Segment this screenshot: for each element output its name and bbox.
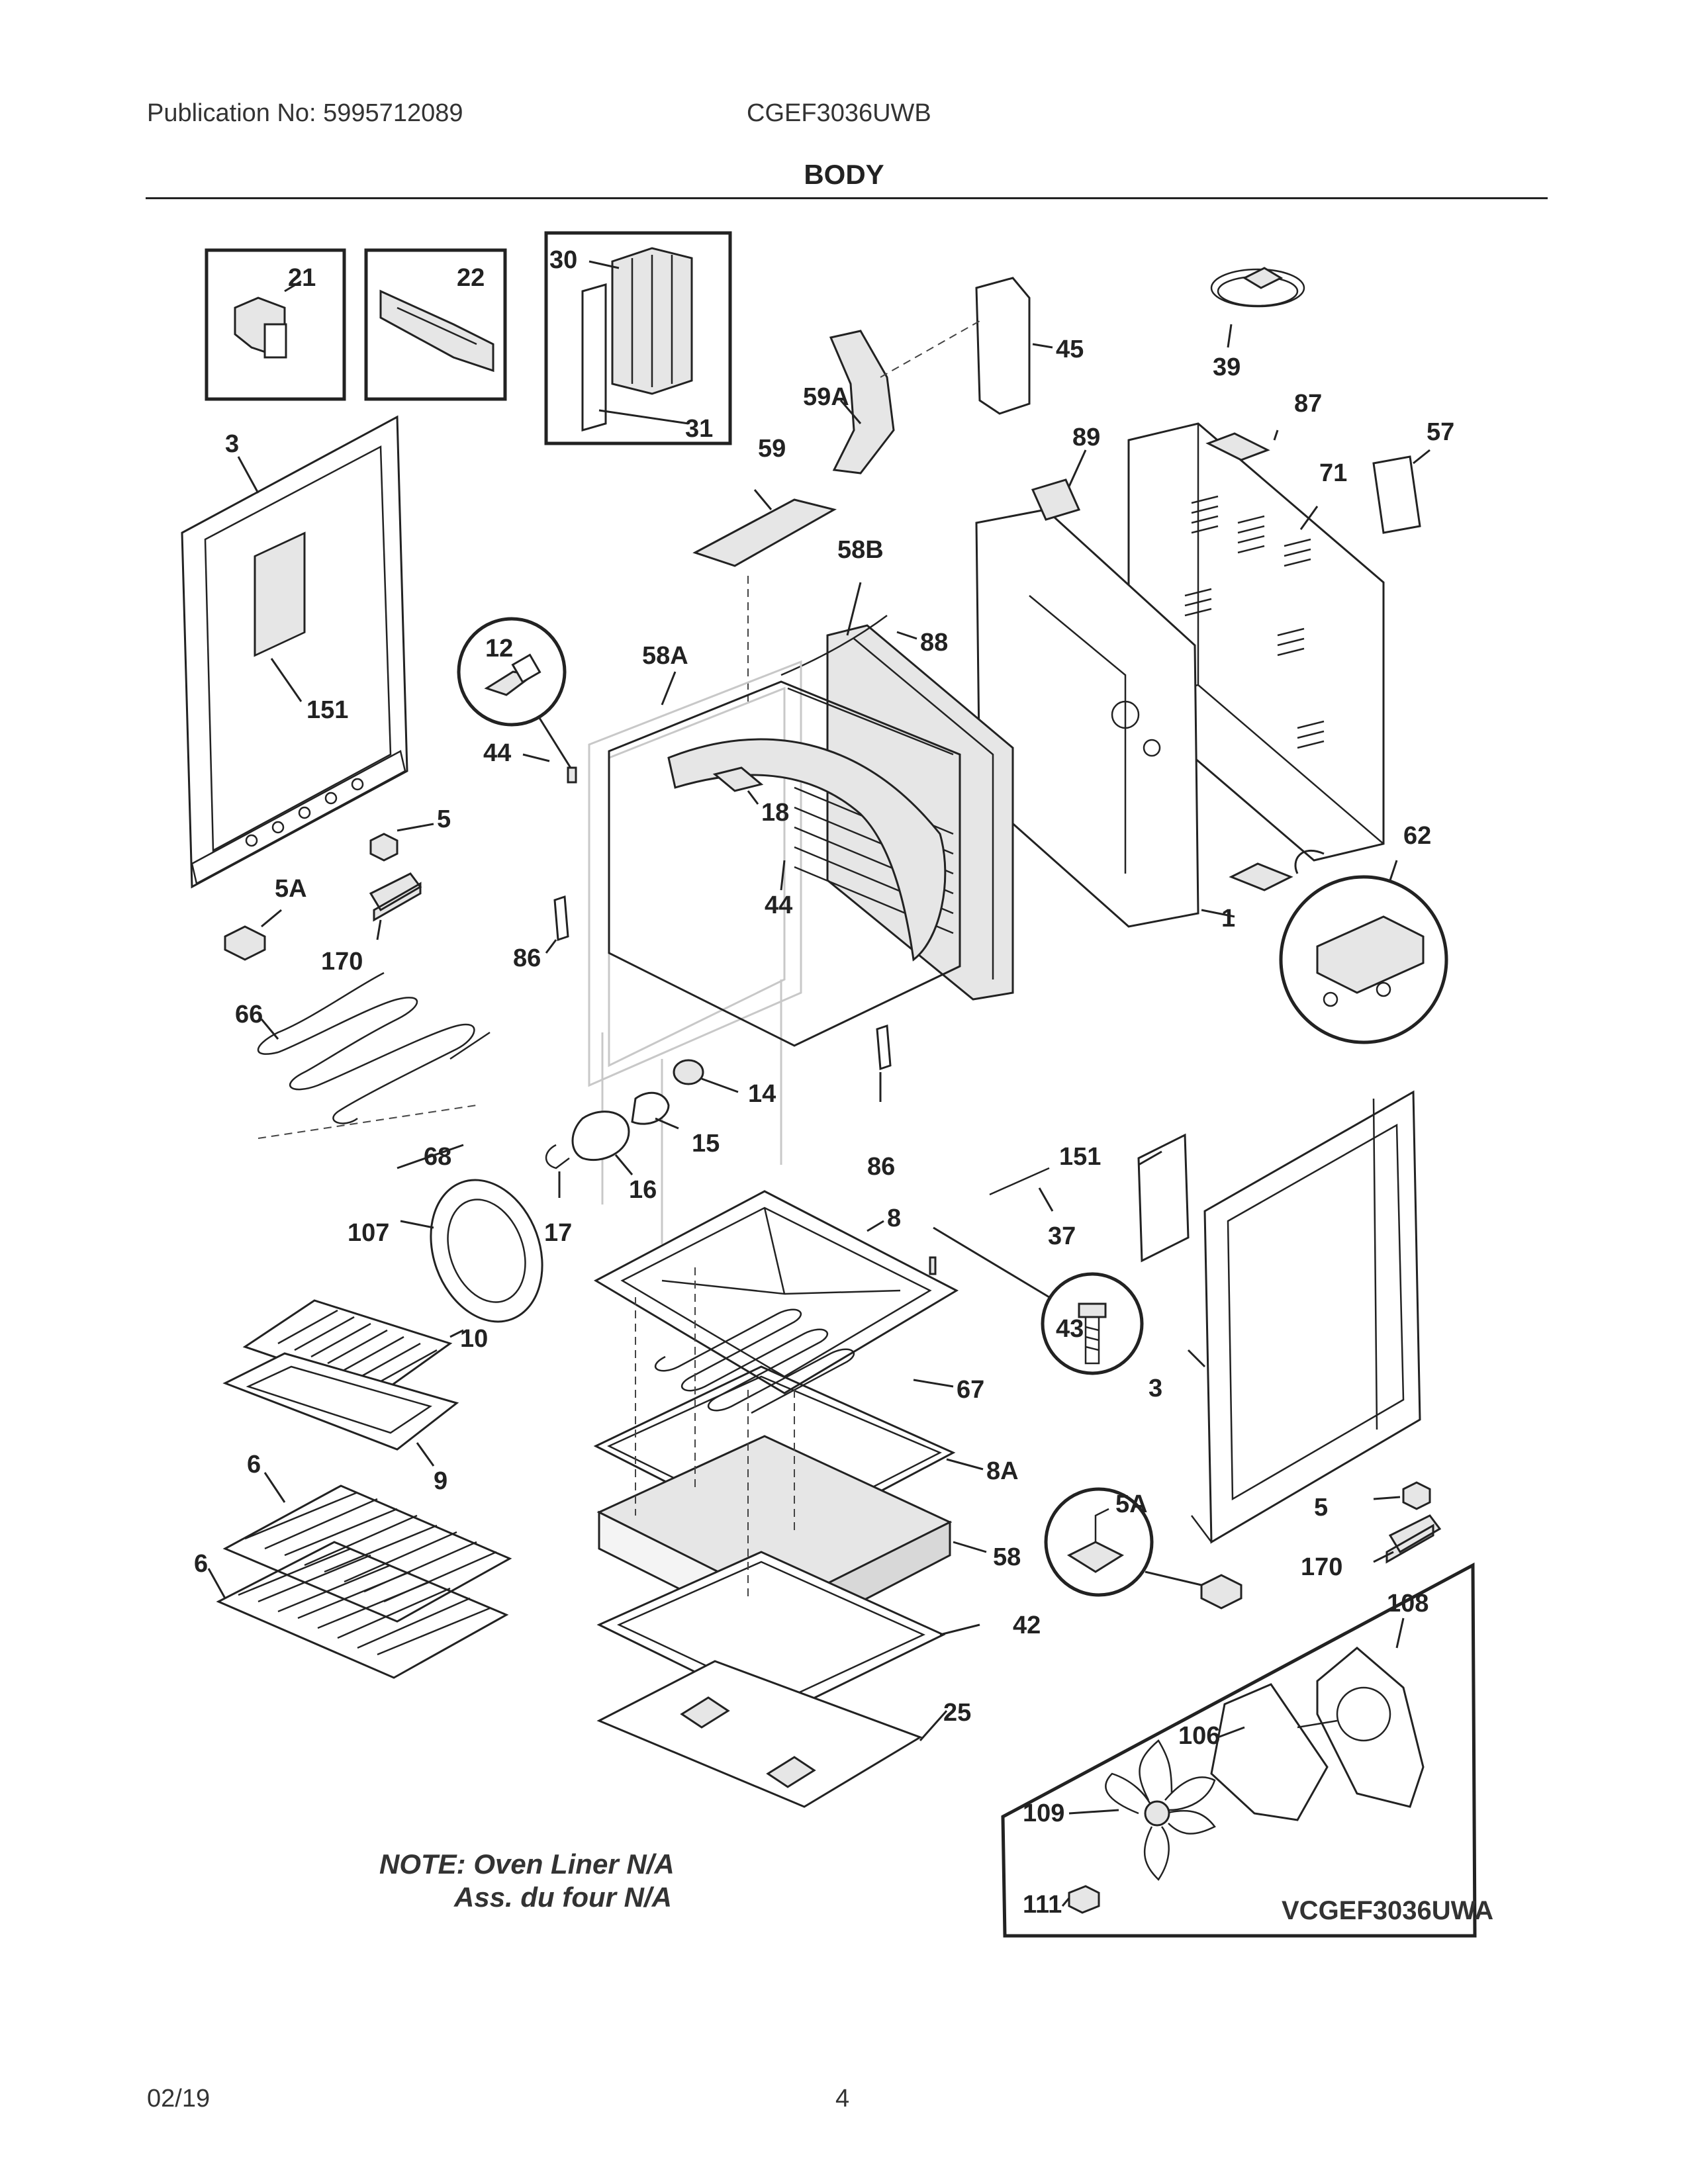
callout-6-top: 6: [247, 1451, 261, 1479]
callout-151-left: 151: [306, 696, 348, 724]
note-oven-liner: NOTE: Oven Liner N/A: [379, 1848, 675, 1880]
callout-21: 21: [288, 264, 316, 292]
callout-111: 111: [1023, 1891, 1062, 1919]
callout-8: 8: [887, 1205, 901, 1232]
section-title: BODY: [804, 159, 884, 190]
power-cord: [1210, 267, 1305, 348]
callout-66: 66: [235, 1001, 263, 1028]
callout-5A-right: 5A: [1115, 1490, 1148, 1518]
oven-light-assembly: [545, 895, 892, 1198]
oven-cavity: [588, 660, 961, 1244]
callout-86-right: 86: [867, 1153, 895, 1181]
callout-44-mid: 44: [765, 891, 792, 919]
callout-42: 42: [1013, 1612, 1041, 1639]
callout-1: 1: [1221, 905, 1235, 933]
inset-box-22: [364, 248, 507, 401]
broil-element-66: [257, 972, 491, 1169]
hinge-parts-left: [224, 823, 434, 961]
callout-86-left: 86: [513, 944, 541, 972]
callout-59A: 59A: [803, 383, 849, 411]
callout-10: 10: [460, 1325, 488, 1353]
header-rule: [146, 197, 1548, 199]
callout-5-left: 5: [437, 805, 451, 833]
callout-5-right: 5: [1314, 1494, 1328, 1522]
callout-87: 87: [1294, 390, 1322, 418]
magnifier-12: [457, 617, 577, 784]
callout-6-bottom: 6: [194, 1550, 208, 1578]
callout-12: 12: [485, 635, 513, 662]
callout-107: 107: [348, 1219, 389, 1247]
callout-62: 62: [1403, 822, 1431, 850]
callout-39: 39: [1213, 353, 1241, 381]
callout-170-left: 170: [321, 948, 363, 976]
callout-106: 106: [1178, 1722, 1220, 1750]
callout-17: 17: [544, 1219, 572, 1247]
variant-model-label: VCGEF3036UWA: [1282, 1896, 1494, 1925]
callout-89: 89: [1072, 424, 1100, 451]
callout-9: 9: [434, 1467, 447, 1495]
callout-67: 67: [957, 1376, 984, 1404]
callout-58A: 58A: [642, 642, 688, 670]
callout-5A-left: 5A: [275, 875, 307, 903]
callout-151-right: 151: [1059, 1143, 1101, 1171]
callout-15: 15: [692, 1130, 720, 1158]
variant-inset-box: [1001, 1562, 1477, 1938]
callout-22: 22: [457, 264, 485, 292]
callout-88: 88: [920, 629, 948, 657]
magnifier-62: [1229, 849, 1448, 1044]
broil-pan: [222, 1299, 464, 1467]
callout-170-right: 170: [1301, 1553, 1342, 1581]
callout-59: 59: [758, 435, 786, 463]
duct-parts: [692, 277, 1053, 702]
callout-44-top: 44: [483, 739, 511, 767]
callout-68: 68: [424, 1143, 451, 1171]
callout-3-left: 3: [225, 430, 239, 458]
callout-30: 30: [549, 246, 577, 274]
hinge-parts-right: [1044, 1481, 1442, 1610]
callout-14: 14: [748, 1080, 776, 1108]
callout-16: 16: [629, 1176, 657, 1204]
callout-3-right: 3: [1149, 1375, 1162, 1402]
callout-58B: 58B: [837, 536, 884, 564]
right-side-panel: [1137, 1090, 1421, 1544]
callout-58: 58: [993, 1543, 1021, 1571]
callout-57: 57: [1427, 418, 1454, 446]
page-number: 4: [835, 2085, 850, 2113]
oven-racks: [207, 1472, 512, 1679]
callout-43: 43: [1056, 1315, 1084, 1343]
callout-109: 109: [1023, 1799, 1064, 1827]
callout-25: 25: [943, 1699, 971, 1727]
callout-37: 37: [1048, 1222, 1076, 1250]
callout-108: 108: [1387, 1590, 1429, 1617]
callout-45: 45: [1056, 336, 1084, 363]
publication-number: Publication No: 5995712089: [147, 99, 463, 127]
magnifier-43: [929, 1167, 1144, 1375]
callout-71: 71: [1319, 459, 1347, 487]
note-oven-liner-french: Ass. du four N/A: [454, 1882, 673, 1913]
oven-bottom-stack: [593, 1190, 987, 1808]
model-number: CGEF3036UWB: [747, 99, 931, 127]
inset-box-30-31: [544, 231, 732, 445]
callout-31: 31: [685, 415, 713, 443]
callout-18: 18: [761, 799, 789, 827]
footer-date: 02/19: [147, 2085, 211, 2113]
callout-8A: 8A: [986, 1457, 1019, 1485]
callout-labels: 21 22 30 31 45 39 59A 87 57 3 59 89 71 5…: [194, 246, 1454, 1919]
convection-fan-cover: [400, 1179, 543, 1323]
left-side-panel: [181, 415, 408, 889]
inset-box-21: [205, 248, 346, 401]
